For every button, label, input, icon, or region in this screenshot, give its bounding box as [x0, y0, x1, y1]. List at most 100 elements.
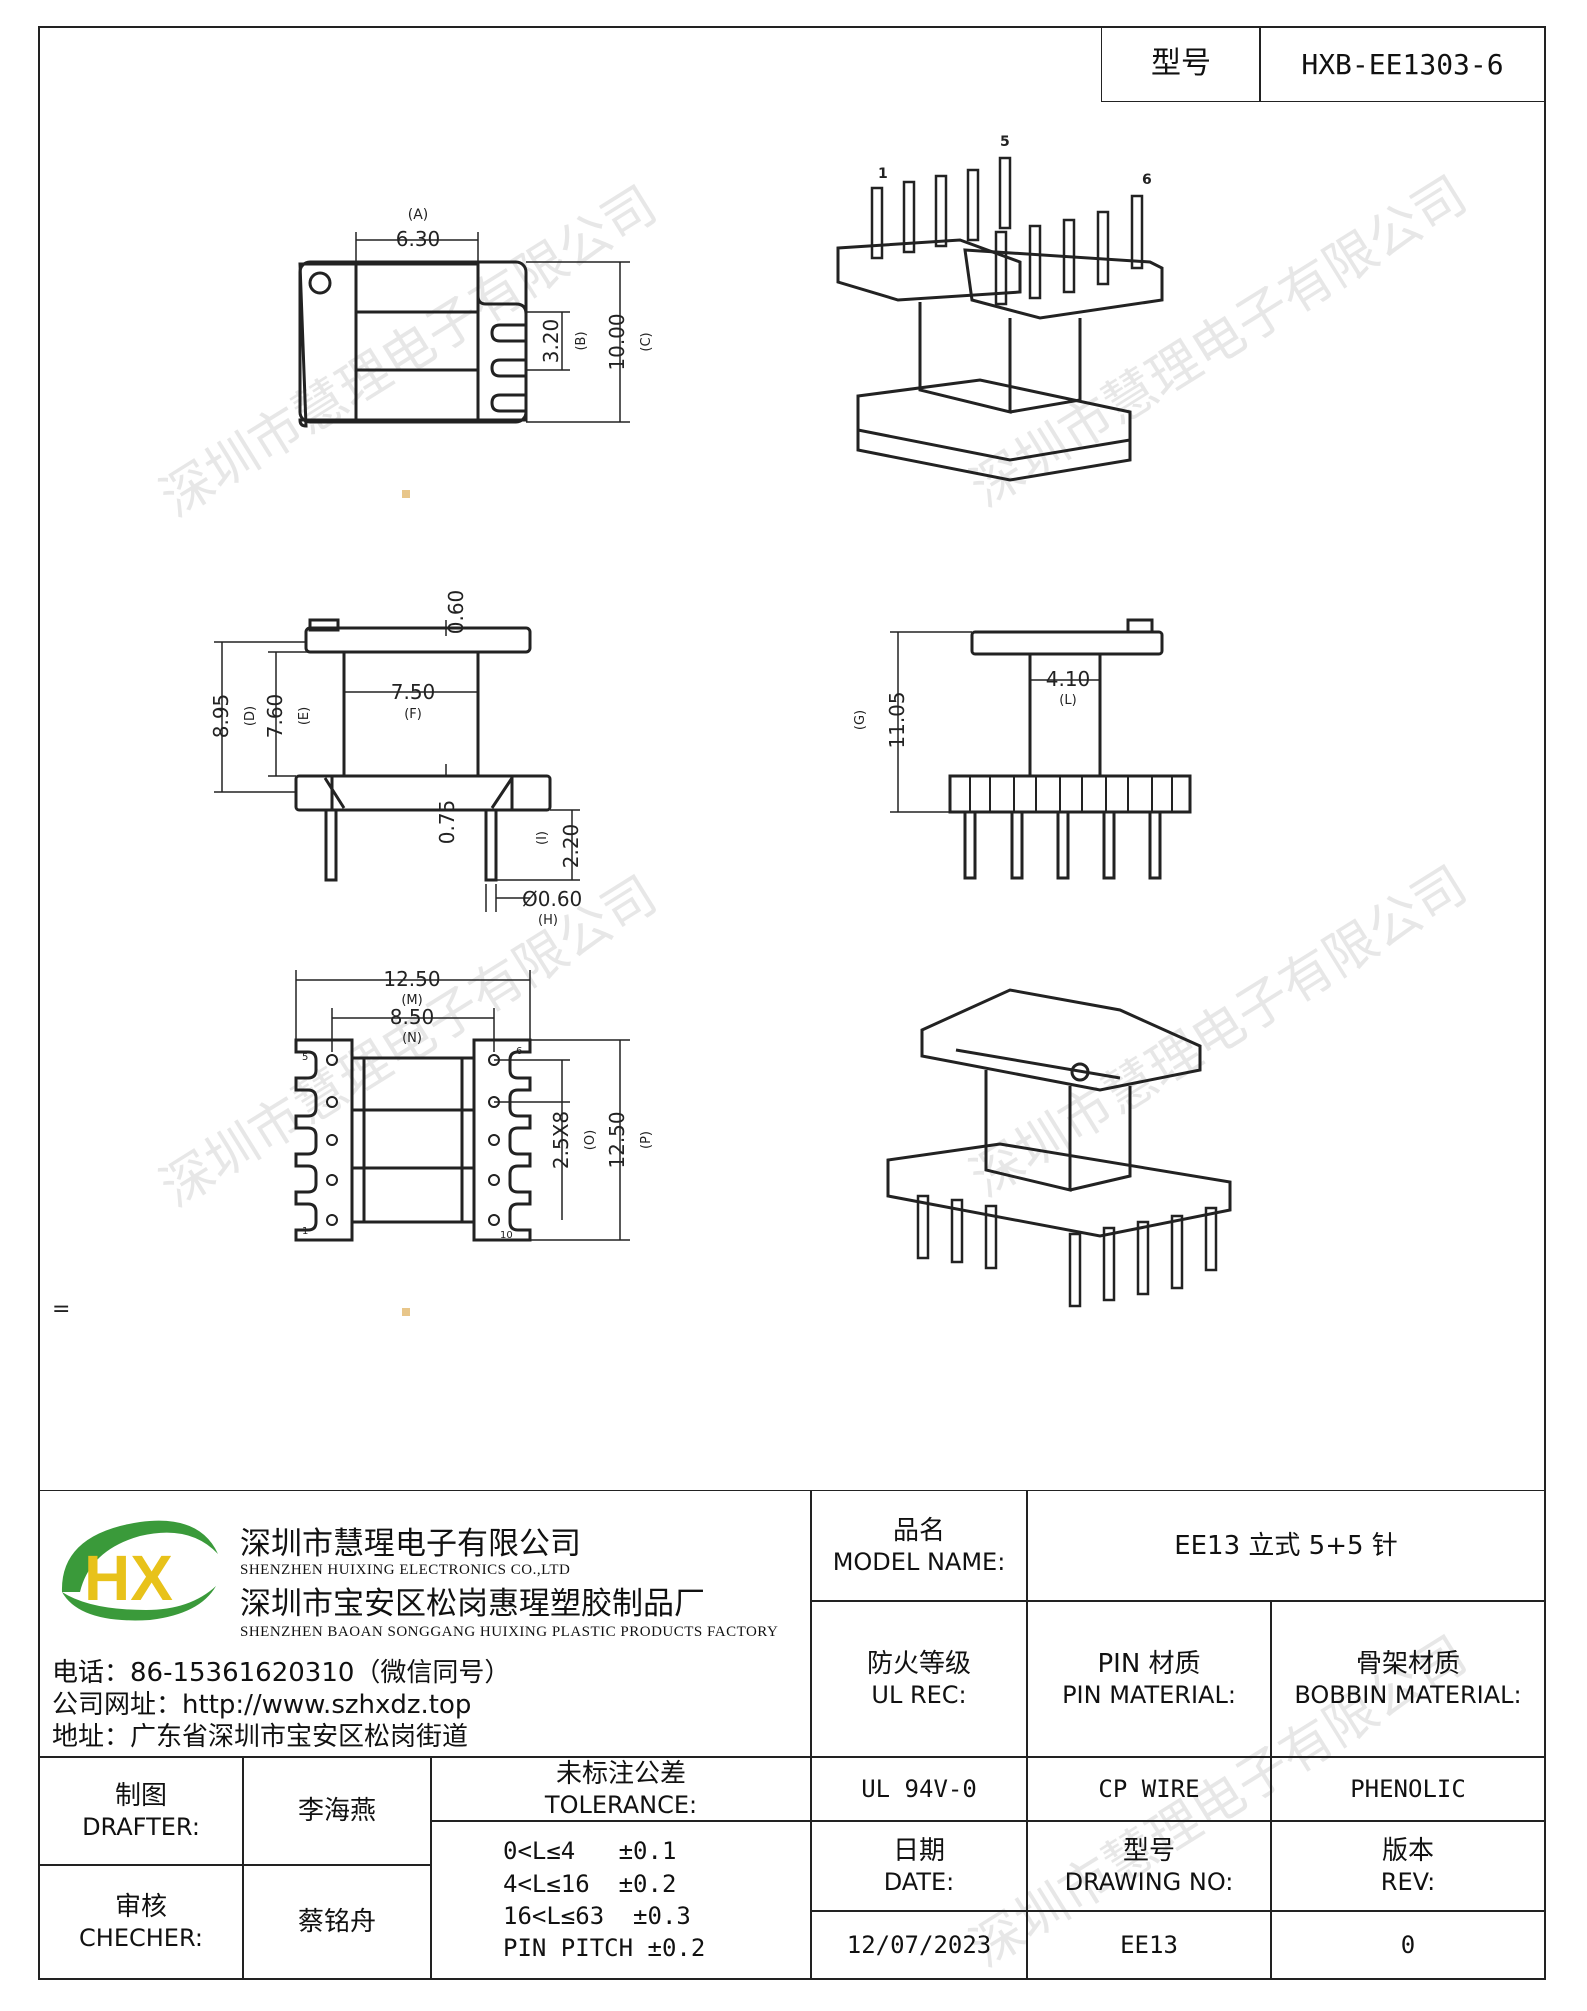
company-cell: [38, 1490, 812, 1758]
model-name-cn: 品名: [892, 1515, 945, 1546]
bottom-pin-1: 1: [302, 1226, 308, 1237]
model-name-value: EE13 立式 5+5 针: [1026, 1490, 1546, 1602]
ul-value: UL 94V-0: [810, 1756, 1028, 1822]
drawing-no-en: DRAWING NO:: [1064, 1868, 1234, 1897]
dim-8-50: 8.50: [390, 1005, 435, 1029]
company-name-cn: 深圳市慧瑆电子有限公司: [240, 1526, 581, 1562]
dim-8-95: 8.95: [209, 694, 233, 739]
pin-material-en: PIN MATERIAL:: [1062, 1681, 1236, 1710]
dim-a-tag: (A): [408, 207, 429, 223]
checker-cn: 审核: [114, 1891, 167, 1922]
dim-7-50: 7.50: [391, 680, 436, 704]
bobbin-material-value: PHENOLIC: [1270, 1756, 1546, 1822]
header-model-value: HXB-EE1303-6: [1259, 26, 1546, 102]
bottom-pin-10: 10: [500, 1230, 513, 1241]
tolerance-values: 0<L≤4 ±0.1 4<L≤16 ±0.2 16<L≤63 ±0.3 PIN …: [430, 1820, 812, 1980]
pin-material-value: CP WIRE: [1026, 1756, 1272, 1822]
date-cn: 日期: [892, 1835, 945, 1866]
dim-b-tag: (B): [574, 331, 589, 350]
model-name-en: MODEL NAME:: [832, 1548, 1006, 1577]
drafter-en: DRAFTER:: [82, 1813, 200, 1842]
dim-7-50-tag: (F): [404, 707, 422, 722]
company-phone: 电话：86-15361620310（微信同号）: [52, 1658, 511, 1688]
date-en: DATE:: [883, 1868, 955, 1897]
dim-0-60: 0.60: [444, 590, 468, 635]
dim-4-10-tag: (L): [1059, 693, 1076, 708]
company-logo-icon: HX: [61, 1520, 218, 1621]
dim-12-50-w-tag: (M): [401, 993, 422, 1008]
bottom-pin-6: 6: [516, 1046, 522, 1057]
iso-view-top: [836, 156, 1164, 482]
dim-8-95-tag: (D): [243, 706, 258, 726]
company-website: 公司网址：http://www.szhxdz.top: [52, 1690, 472, 1720]
drafter-header: 制图 DRAFTER:: [38, 1756, 244, 1866]
company-address: 地址：广东省深圳市宝安区松岗街道: [52, 1722, 469, 1752]
drawing-no-cn: 型号: [1122, 1835, 1175, 1866]
iso-pin-5: 5: [1000, 134, 1010, 150]
dim-pitch-tag: (O): [583, 1130, 598, 1150]
stray-mark: =: [52, 1297, 70, 1322]
top-view: [298, 232, 630, 498]
dim-4-10: 4.10: [1046, 667, 1091, 691]
checker-en: CHECHER:: [79, 1924, 203, 1953]
dim-a: 6.30: [396, 227, 441, 251]
drawing-no-header: 型号 DRAWING NO:: [1026, 1820, 1272, 1912]
dim-b: 3.20: [539, 319, 563, 364]
dim-8-50-tag: (N): [402, 1031, 422, 1046]
date-value: 12/07/2023: [810, 1910, 1028, 1980]
tolerance-line-1: 0<L≤4 ±0.1: [503, 1837, 677, 1866]
model-name-header: 品名 MODEL NAME:: [810, 1490, 1028, 1602]
company-name-en: SHENZHEN HUIXING ELECTRONICS CO.,LTD: [240, 1562, 571, 1578]
tolerance-header: 未标注公差 TOLERANCE:: [430, 1756, 812, 1822]
rev-cn: 版本: [1381, 1835, 1434, 1866]
tolerance-en: TOLERANCE:: [544, 1791, 698, 1820]
header-model-label: 型号: [1101, 26, 1261, 102]
dim-12-50-h-tag: (P): [639, 1131, 654, 1149]
dim-12-50-h: 12.50: [605, 1111, 629, 1168]
ul-en: UL REC:: [871, 1681, 967, 1710]
technical-drawing: (A) 6.30 3.20 (B) 10.00 (C) 1 5 6: [52, 134, 1232, 1322]
dim-pin-dia-tag: (H): [538, 913, 558, 928]
date-header: 日期 DATE:: [810, 1820, 1028, 1912]
dim-2-20-tag: (I): [535, 831, 550, 845]
ul-header: 防火等级 UL REC:: [810, 1600, 1028, 1758]
ul-cn: 防火等级: [866, 1648, 971, 1679]
tolerance-line-2: 4<L≤16 ±0.2: [503, 1869, 677, 1898]
side-view: [214, 618, 580, 912]
bottom-pin-5: 5: [302, 1052, 308, 1063]
rev-header: 版本 REV:: [1270, 1820, 1546, 1912]
rev-en: REV:: [1380, 1868, 1436, 1897]
dim-11-05: 11.05: [885, 691, 909, 748]
logo-text: HX: [84, 1542, 173, 1614]
rev-value: 0: [1270, 1910, 1546, 1980]
dim-c-tag: (C): [639, 332, 654, 351]
bobbin-material-header: 骨架材质 BOBBIN MATERIAL:: [1270, 1600, 1546, 1758]
iso-pin-1: 1: [878, 166, 888, 182]
dim-pin-dia: Ø0.60: [522, 887, 582, 911]
bobbin-material-cn: 骨架材质: [1355, 1648, 1460, 1679]
factory-name-cn: 深圳市宝安区松岗惠瑆塑胶制品厂: [240, 1586, 705, 1622]
drafter-cn: 制图: [114, 1780, 167, 1811]
iso-pin-6: 6: [1142, 172, 1152, 188]
front-view: [890, 618, 1192, 880]
pin-material-cn: PIN 材质: [1097, 1648, 1201, 1679]
tolerance-line-3: 16<L≤63 ±0.3: [503, 1902, 691, 1930]
tolerance-line-4: PIN PITCH ±0.2: [503, 1934, 706, 1963]
company-block: HX 深圳市慧瑆电子有限公司 SHENZHEN HUIXING ELECTRON…: [40, 1496, 810, 1758]
bottom-view: [294, 970, 630, 1316]
dim-2-20: 2.20: [559, 824, 583, 869]
checker-header: 审核 CHECHER:: [38, 1864, 244, 1980]
bobbin-material-en: BOBBIN MATERIAL:: [1294, 1681, 1522, 1710]
factory-name-en: SHENZHEN BAOAN SONGGANG HUIXING PLASTIC …: [240, 1624, 779, 1640]
pin-material-header: PIN 材质 PIN MATERIAL:: [1026, 1600, 1272, 1758]
iso-view-bottom: [886, 988, 1232, 1308]
drawing-no-value: EE13: [1026, 1910, 1272, 1980]
tolerance-cn: 未标注公差: [555, 1758, 686, 1789]
dim-pitch: 2.5X8: [549, 1111, 573, 1169]
checker-value: 蔡铭舟: [242, 1864, 432, 1980]
dim-c: 10.00: [605, 313, 629, 370]
dim-12-50-w: 12.50: [383, 967, 440, 991]
drafter-value: 李海燕: [242, 1756, 432, 1866]
dim-7-60: 7.60: [263, 694, 287, 739]
dim-11-05-tag: (G): [853, 710, 868, 730]
